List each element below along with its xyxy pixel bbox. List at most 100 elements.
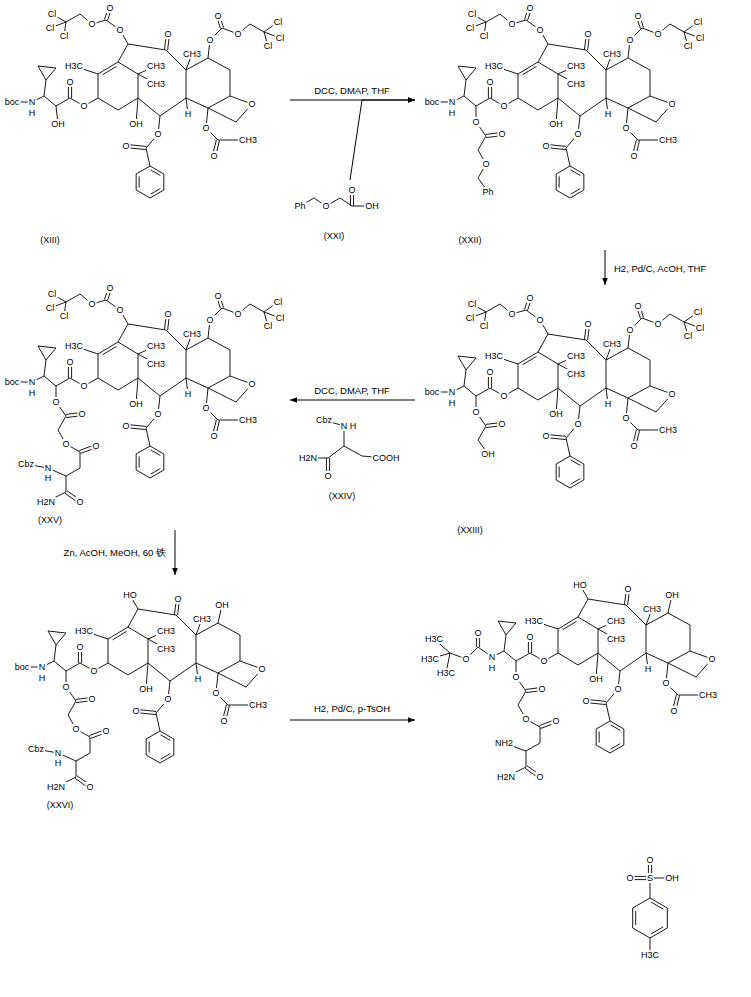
structure-label: NH2 — [494, 738, 514, 748]
structure-label: O — [209, 151, 218, 161]
bond-line — [518, 364, 519, 388]
structure-label: Cl — [479, 31, 490, 41]
structure-label: O — [581, 696, 590, 706]
structure-label: H — [604, 109, 613, 119]
structure-label: CH3 — [182, 49, 202, 59]
structure-label: Ph — [293, 201, 306, 211]
structure-label: Cl — [465, 313, 476, 323]
bond-line — [606, 58, 628, 70]
compound-structure: ClClClOOOOOOClClClH3CCH3CH3CH3OOHHOOOCH3… — [0, 0, 290, 250]
bond-line — [66, 468, 80, 476]
structure-label: O — [583, 319, 592, 329]
structure-label: OH — [548, 409, 564, 419]
bond-line — [556, 190, 570, 198]
structure-label: Cl — [467, 9, 478, 19]
structure-label: CH3 — [566, 351, 586, 361]
bond-line — [118, 324, 128, 342]
structure-label: O — [525, 293, 534, 303]
bond-line — [570, 166, 584, 174]
structure-label: CH3 — [156, 644, 176, 654]
structure-label: O — [75, 497, 84, 507]
bond-line — [667, 908, 668, 928]
bond-line — [464, 386, 476, 396]
bond-line — [160, 98, 186, 116]
structure-label: O — [525, 632, 534, 642]
bond-line — [633, 928, 650, 938]
bond-line — [146, 755, 160, 763]
structure-label: O — [347, 185, 356, 195]
structure-label: O — [661, 678, 670, 688]
reagent-label: DCC, DMAP, THF — [312, 85, 392, 96]
bond-line — [208, 58, 230, 70]
bond-line — [556, 464, 557, 480]
bond-line — [208, 338, 230, 350]
structure-label: O — [233, 309, 242, 319]
bond-line — [538, 334, 548, 352]
bond-line — [151, 469, 161, 475]
bond-line — [136, 446, 150, 454]
bond-line — [540, 727, 541, 743]
structure-label: O — [51, 397, 60, 407]
bond-line — [650, 360, 651, 386]
structure-label: O — [511, 672, 520, 682]
bond-line — [464, 96, 476, 106]
bond-line — [128, 609, 138, 627]
structure-label: O — [65, 77, 74, 87]
bond-line — [558, 653, 578, 665]
structure-label: O — [65, 357, 74, 367]
structure-label: OH — [588, 674, 604, 684]
structure-label: H — [54, 758, 63, 768]
bond-line — [571, 189, 581, 195]
bond-line — [498, 621, 506, 635]
bond-line — [606, 703, 610, 721]
bond-line — [196, 623, 218, 635]
reaction-arrow — [350, 100, 415, 180]
bond-line — [466, 68, 476, 80]
bond-line — [558, 629, 559, 653]
bond-line — [90, 737, 91, 753]
structure-label: O — [61, 439, 70, 449]
structure-label: CH3 — [146, 341, 166, 351]
structure-label: CH3 — [248, 700, 268, 710]
structure-label: O — [525, 3, 534, 13]
bond-line — [173, 739, 174, 755]
bond-line — [151, 450, 161, 456]
bond-line — [556, 480, 570, 488]
bond-line — [208, 376, 230, 388]
bond-line — [633, 898, 650, 908]
structure-label: O — [535, 315, 544, 325]
structure-label: H2N — [496, 772, 516, 782]
structure-label: O — [101, 726, 110, 736]
structure-label: O — [163, 309, 172, 319]
bond-line — [476, 388, 490, 396]
bond-line — [583, 174, 584, 190]
bond-line — [108, 639, 109, 663]
structure-label: O — [209, 431, 218, 441]
structure-label: (XXIII) — [456, 525, 484, 535]
bond-line — [559, 176, 560, 187]
bond-line — [526, 743, 540, 751]
structure-label: O — [87, 299, 96, 309]
structure-label: O — [541, 141, 550, 151]
structure-label: O — [219, 716, 228, 726]
structure-label: CH3 — [146, 61, 166, 71]
structure-label: O — [621, 413, 630, 423]
bond-line — [628, 398, 656, 412]
bond-line — [66, 294, 80, 302]
bond-line — [113, 631, 127, 639]
structure-label: CH3 — [192, 614, 212, 624]
structure-label: (XXIV) — [328, 491, 357, 501]
bond-line — [136, 166, 150, 174]
structure-label: O — [257, 664, 266, 674]
bond-line — [571, 460, 581, 466]
bond-line — [559, 466, 560, 477]
bond-line — [128, 627, 148, 639]
structure-label: O — [121, 421, 130, 431]
bond-line — [108, 663, 128, 675]
structure-label: H3C — [640, 950, 660, 960]
bond-line — [458, 356, 476, 358]
bond-line — [151, 170, 161, 176]
bond-line — [38, 66, 56, 68]
bond-line — [136, 454, 137, 470]
bond-line — [98, 98, 118, 110]
